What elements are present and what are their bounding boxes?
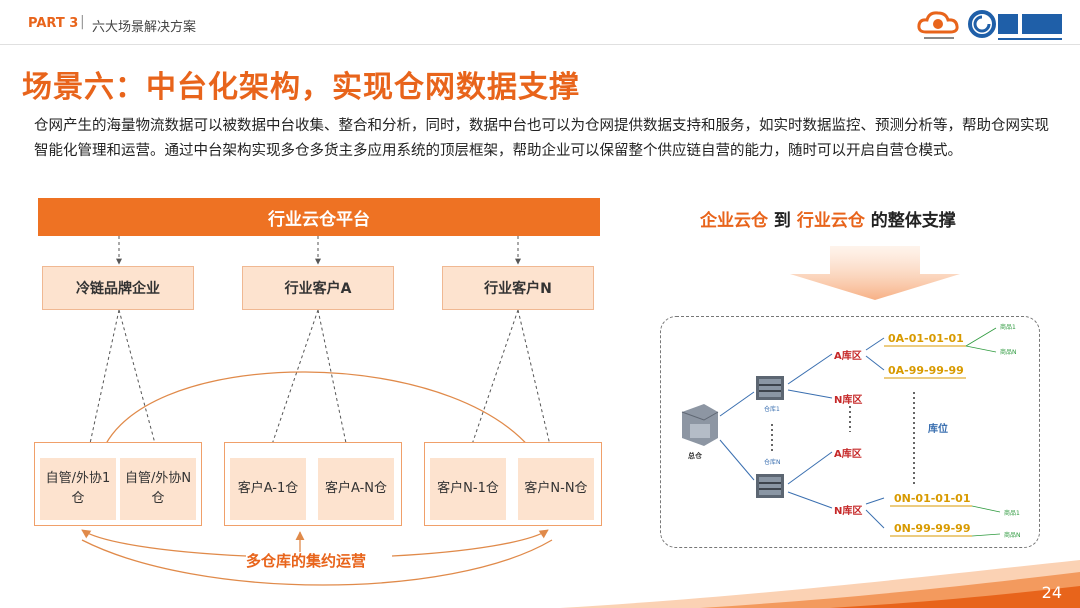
warehouse-1-label: 仓库1 <box>764 406 780 413</box>
location-0n-last: 0N-99-99-99 <box>894 522 971 535</box>
warehouse-box: 客户N-N仓 <box>518 458 594 520</box>
cloud-logo-icon <box>917 11 959 39</box>
warehouse-n-icon <box>756 474 784 498</box>
warehouse-box: 客户A-N仓 <box>318 458 394 520</box>
location-0n-first: 0N-01-01-01 <box>894 492 971 505</box>
intensive-operations-label: 多仓库的集约运营 <box>246 552 367 570</box>
product-n-bottom: 商品N <box>1004 532 1021 539</box>
location-0a-first: 0A-01-01-01 <box>888 332 964 345</box>
hub-label: 总仓 <box>688 452 702 460</box>
page-number: 24 <box>1041 583 1062 602</box>
section-title: 六大场景解决方案 <box>92 20 197 35</box>
header-divider <box>0 44 1080 45</box>
zone-n-top: N库区 <box>834 395 863 406</box>
platform-banner: 行业云仓平台 <box>38 198 600 236</box>
entity-box-customer-n: 行业客户N <box>442 266 594 310</box>
zone-a-top: A库区 <box>834 351 862 362</box>
industry-cloud-label: 行业云仓 <box>796 211 865 231</box>
slide-description: 仓网产生的海量物流数据可以被数据中台收集、整合和分析，同时，数据中台也可以为仓网… <box>34 118 1049 159</box>
footer-wave <box>560 560 1080 608</box>
to-label: 到 <box>773 211 791 231</box>
header-separator: | <box>80 14 85 30</box>
zone-a-bottom: A库区 <box>834 449 862 460</box>
warehouse-box: 自管/外协1仓 <box>40 458 116 520</box>
warehouse-structure-panel <box>660 316 1040 548</box>
warehouse-1-icon <box>756 376 784 400</box>
product-1-top: 商品1 <box>1000 324 1016 331</box>
supply-chain-logo-icon <box>968 10 1062 40</box>
warehouse-box: 客户A-1仓 <box>230 458 306 520</box>
warehouse-box: 自管/外协N仓 <box>120 458 196 520</box>
location-0a-last: 0A-99-99-99 <box>888 364 964 377</box>
warehouse-box: 客户N-1仓 <box>430 458 506 520</box>
hub-warehouse-icon <box>681 404 719 446</box>
part-label: PART 3 <box>28 16 79 31</box>
down-arrow-icon <box>790 246 960 300</box>
product-n-top: 商品N <box>1000 349 1017 356</box>
support-tail-label: 的整体支撑 <box>870 211 956 231</box>
warehouse-n-label: 仓库N <box>764 459 781 466</box>
support-title: 企业云仓 到 行业云仓 的整体支撑 <box>700 206 956 231</box>
entity-box-customer-a: 行业客户A <box>242 266 394 310</box>
slide-title: 场景六：中台化架构，实现仓网数据支撑 <box>22 70 580 105</box>
storage-location-label: 库位 <box>928 424 948 435</box>
zone-n-bottom: N库区 <box>834 506 863 517</box>
product-1-bottom: 商品1 <box>1004 510 1020 517</box>
enterprise-cloud-label: 企业云仓 <box>700 211 768 231</box>
entity-box-cold-chain-brand: 冷链品牌企业 <box>42 266 194 310</box>
